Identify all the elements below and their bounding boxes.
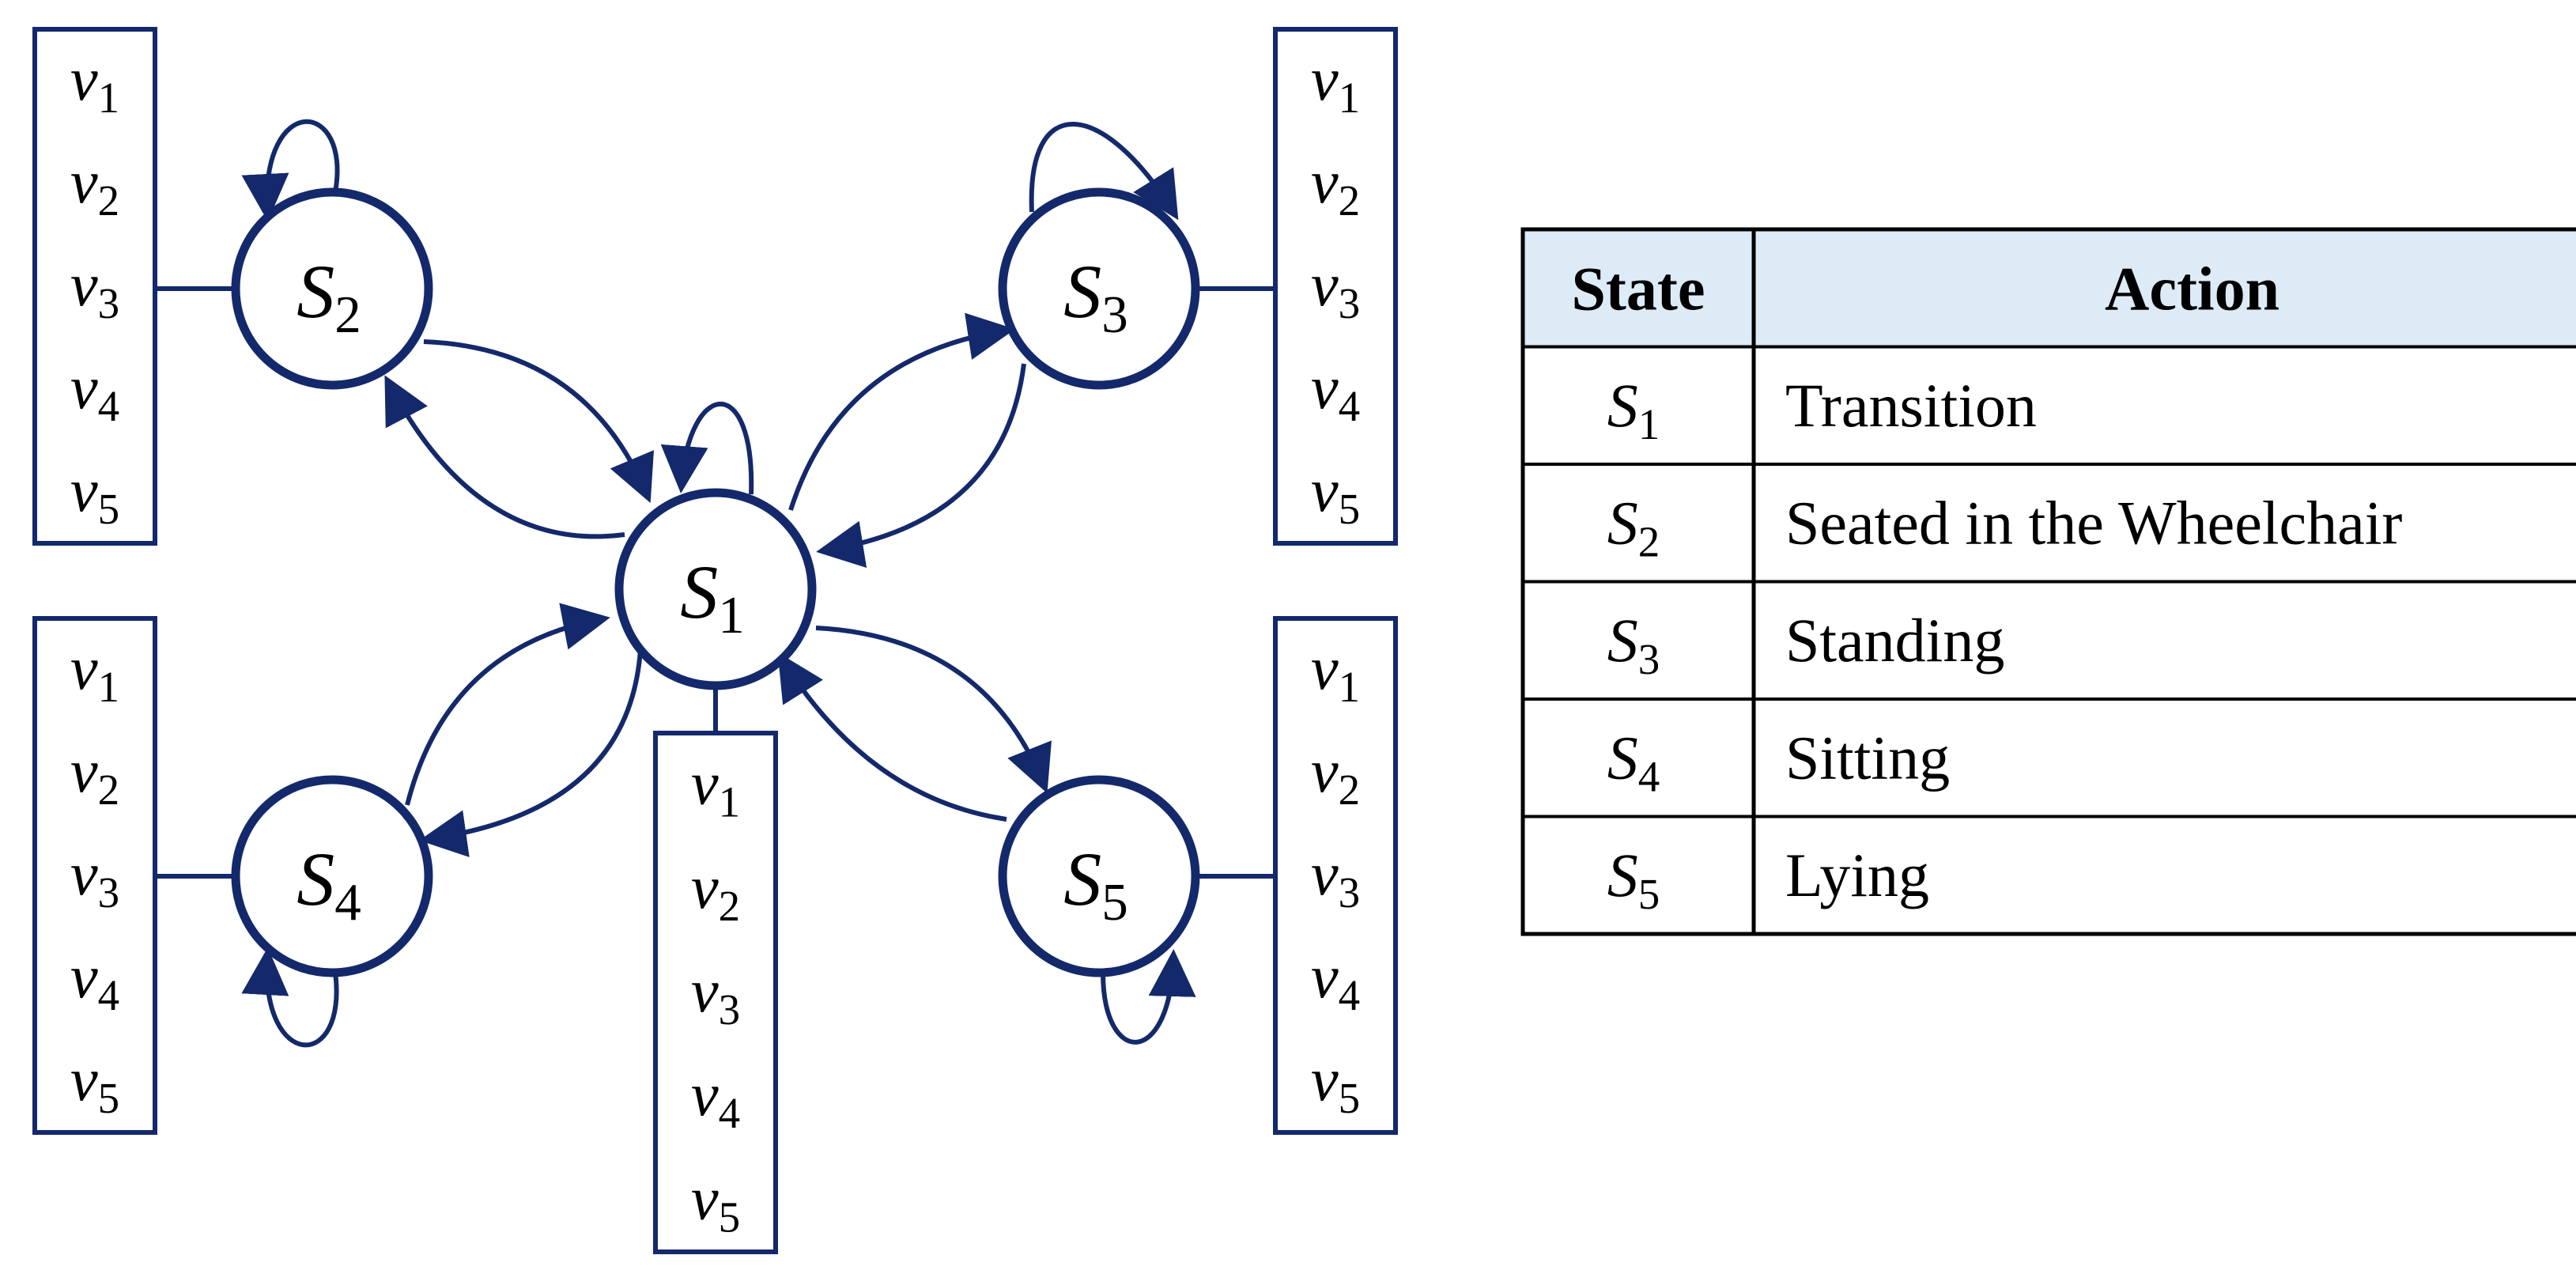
observation-label: v5: [691, 1163, 740, 1241]
arrow-s4-to-s1: [405, 603, 610, 806]
self-loop-s1: [660, 401, 754, 495]
table-action-cell: Seated in the Wheelchair: [1785, 488, 2402, 557]
observation-label: v4: [70, 942, 119, 1019]
table-row: S5 Lying: [1607, 841, 1929, 918]
arrow-s1-to-s5: [815, 626, 1052, 794]
table-action-cell: Lying: [1785, 841, 1929, 909]
table-state-cell: S1: [1607, 371, 1660, 448]
observation-box: v1 v2 v3 v4 v5: [32, 616, 157, 1135]
state-label: S3: [1063, 249, 1128, 344]
transition-arrows: [241, 119, 1196, 1048]
observation-label: v4: [70, 353, 119, 430]
observation-label: v4: [1311, 353, 1360, 430]
observation-label: v5: [1311, 1045, 1360, 1122]
arrow-s5-to-s1: [777, 652, 1007, 822]
observation-label: v3: [70, 839, 119, 917]
table-action-cell: Standing: [1785, 606, 2004, 675]
state-label: S2: [297, 249, 361, 344]
observation-label: v3: [1311, 250, 1360, 327]
arrow-s1-to-s2: [384, 375, 625, 539]
state-node-s3: S3: [998, 187, 1200, 390]
observation-box: v1 v2 v3 v4 v5: [653, 731, 778, 1254]
arrow-s2-to-s1: [423, 339, 654, 504]
self-loop-s5: [1101, 949, 1196, 1045]
observation-box: v1 v2 v3 v4 v5: [1273, 616, 1398, 1135]
state-label: S5: [1063, 837, 1128, 932]
observation-label: v2: [70, 147, 119, 225]
table-state-cell: S5: [1607, 841, 1660, 918]
observation-label: v1: [1311, 44, 1360, 122]
arrow-s1-to-s4: [419, 649, 643, 857]
table-row: S4 Sitting: [1607, 723, 1950, 800]
observation-label: v2: [691, 852, 740, 930]
observation-label: v3: [1311, 839, 1360, 917]
observation-label: v1: [70, 44, 119, 122]
table-row: S1 Transition: [1607, 371, 2037, 448]
observation-label: v2: [1311, 736, 1360, 814]
state-label: S4: [297, 837, 361, 932]
state-node-s1: S1: [614, 488, 817, 690]
table-row: S3 Standing: [1607, 606, 2005, 683]
state-node-s4: S4: [231, 775, 433, 977]
observation-label: v3: [691, 956, 740, 1034]
connector-lines: [155, 286, 1275, 879]
self-loop-s4: [241, 947, 339, 1048]
table-state-cell: S2: [1607, 488, 1660, 565]
observation-label: v1: [1311, 633, 1360, 711]
self-loop-s2: [241, 119, 340, 221]
table-state-cell: S3: [1607, 606, 1660, 683]
observation-box: v1 v2 v3 v4 v5: [1273, 27, 1398, 546]
arrow-s3-to-s1: [816, 363, 1026, 569]
table-header-action: Action: [2105, 254, 2279, 323]
observation-boxes: v1 v2 v3 v4 v5 v1 v2 v3 v4 v5 v1 v2 v3 v4 v5 v1 v2 v3 v4 v5…: [32, 27, 1398, 1254]
observation-label: v5: [70, 1045, 119, 1122]
observation-label: v4: [691, 1060, 740, 1137]
table-state-cell: S4: [1607, 723, 1660, 800]
observation-label: v2: [1311, 147, 1360, 225]
observation-label: v1: [691, 749, 740, 826]
table-row: S2 Seated in the Wheelchair: [1607, 488, 2403, 565]
observation-label: v3: [70, 250, 119, 327]
arrow-s1-to-s3: [788, 312, 1015, 511]
self-loop-s3: [1029, 122, 1179, 221]
observation-label: v1: [70, 633, 119, 711]
observation-label: v2: [70, 736, 119, 814]
table-action-cell: Transition: [1785, 371, 2037, 440]
observation-label: v4: [1311, 942, 1360, 1019]
state-node-s5: S5: [998, 775, 1200, 977]
observation-label: v5: [1311, 456, 1360, 533]
table-action-cell: Sitting: [1785, 723, 1950, 792]
table-header-bg: [1523, 229, 2576, 347]
state-node-s2: S2: [231, 187, 433, 390]
table-header-state: State: [1572, 254, 1705, 323]
observation-box: v1 v2 v3 v4 v5: [32, 27, 157, 546]
state-label: S1: [680, 550, 745, 645]
observation-label: v5: [70, 456, 119, 533]
